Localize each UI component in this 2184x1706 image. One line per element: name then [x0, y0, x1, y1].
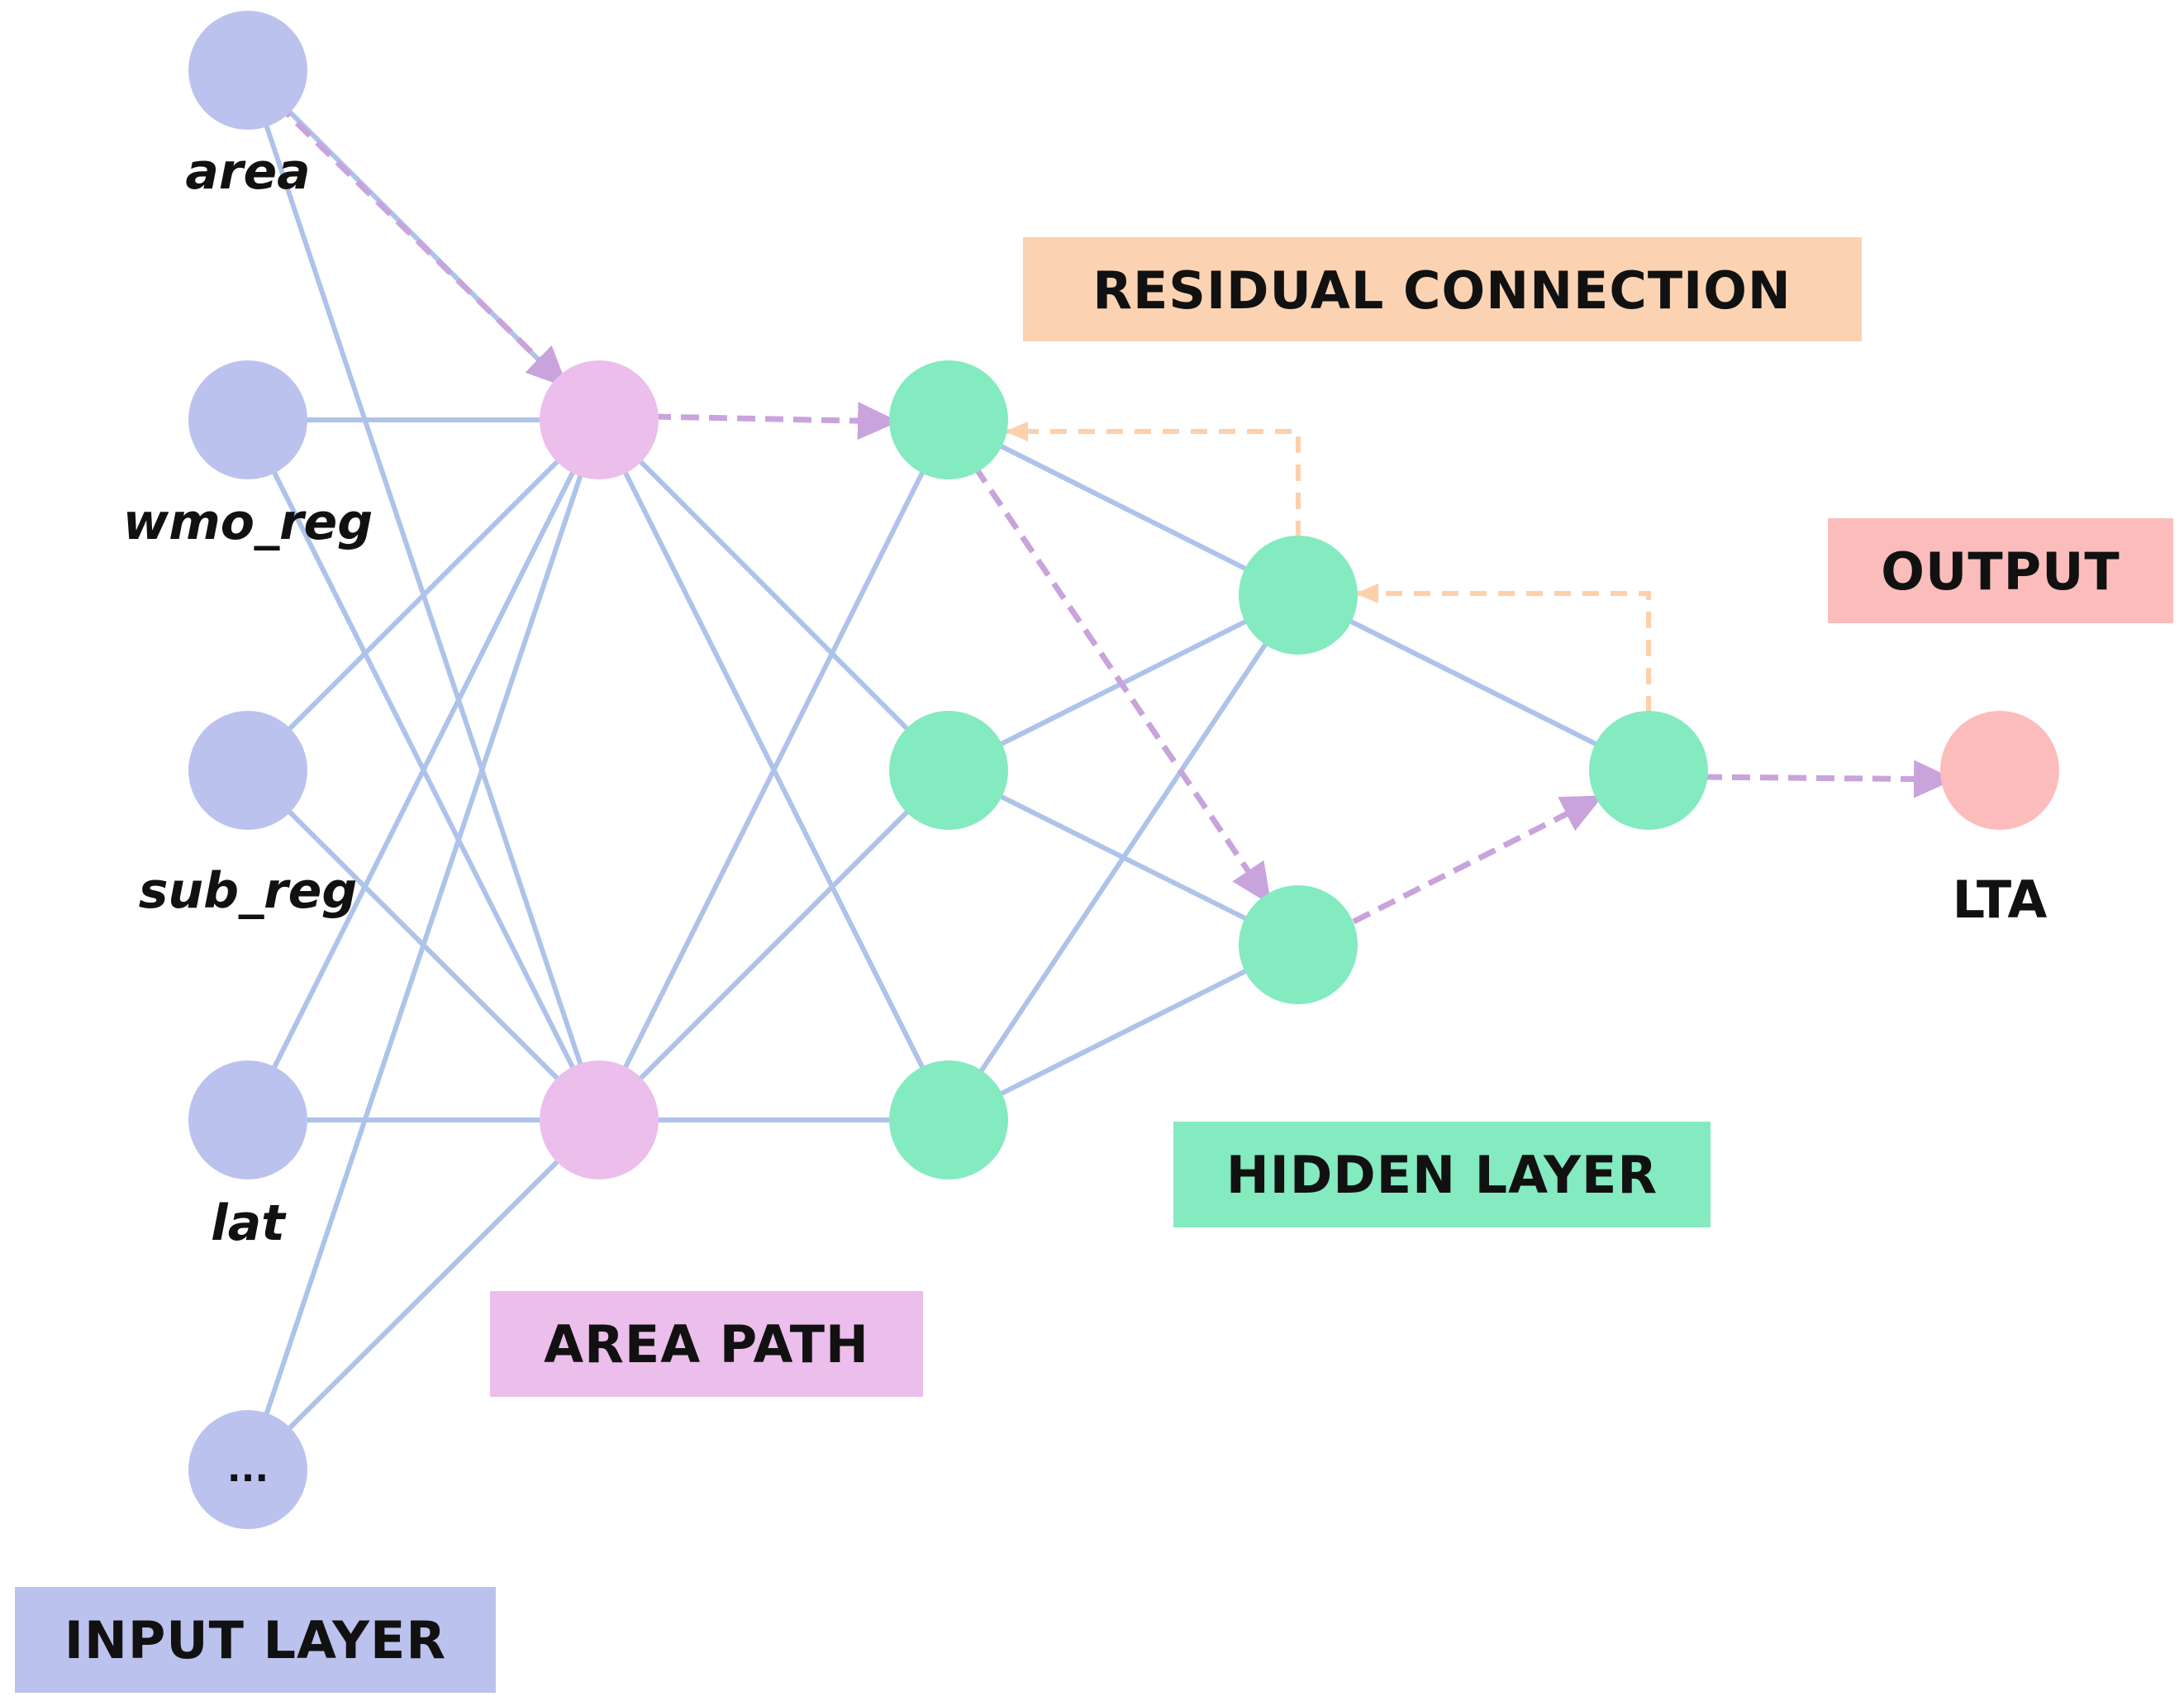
hidden-node	[1239, 885, 1358, 1004]
hidden-node	[1589, 711, 1708, 830]
output-label-lta: LTA	[1953, 870, 2048, 930]
edge	[245, 418, 602, 1122]
hidden-node	[889, 1060, 1008, 1179]
area-path-edge	[1352, 794, 1604, 925]
input-label-sub-reg: sub_reg	[139, 862, 358, 920]
residual-edge	[1355, 584, 1651, 712]
connections	[245, 68, 1650, 1472]
edge	[1297, 593, 1650, 773]
input-node-lat	[188, 1060, 307, 1179]
layer-boxes: RESIDUAL CONNECTION OUTPUT HIDDEN LAYER …	[15, 237, 2173, 1693]
input-label-area: area	[185, 143, 310, 201]
edge	[947, 417, 1300, 598]
edge	[947, 942, 1300, 1122]
hidden-node	[889, 360, 1008, 479]
area-path-edge	[973, 465, 1272, 905]
input-label-more: ...	[227, 1448, 269, 1490]
node-labels: area wmo_reg sub_reg lat ... LTA	[123, 143, 2048, 1490]
area-path-edges	[274, 101, 1955, 925]
output-box: OUTPUT	[1828, 518, 2173, 623]
edge	[597, 417, 951, 773]
input-node-more	[188, 1410, 307, 1529]
area-path-edge	[652, 402, 899, 441]
hidden-layer-box: HIDDEN LAYER	[1173, 1122, 1711, 1227]
residual-connection-box: RESIDUAL CONNECTION	[1023, 237, 1862, 341]
output-node	[1940, 711, 2059, 830]
residual-connection-label: RESIDUAL CONNECTION	[1092, 260, 1791, 321]
area-path-edge	[274, 101, 569, 388]
input-layer-box: INPUT LAYER	[15, 1587, 496, 1693]
input-label-wmo-reg: wmo_reg	[123, 493, 373, 551]
input-node-area	[188, 11, 307, 130]
hidden-layer-label: HIDDEN LAYER	[1226, 1145, 1658, 1205]
input-label-lat: lat	[211, 1194, 287, 1252]
edge	[245, 419, 602, 1470]
nodes	[188, 11, 2059, 1529]
residual-edges	[1005, 422, 1651, 712]
output-box-label: OUTPUT	[1881, 541, 2120, 602]
area-path-label: AREA PATH	[544, 1314, 869, 1375]
residual-edge	[1005, 422, 1301, 537]
area-path-box: AREA PATH	[490, 1291, 923, 1397]
area-node	[540, 360, 659, 479]
area-path-edge	[1703, 760, 1955, 798]
hidden-node	[889, 711, 1008, 830]
input-node-wmo-reg	[188, 360, 307, 479]
input-node-sub-reg	[188, 711, 307, 830]
edge	[245, 417, 602, 773]
edge	[597, 418, 951, 1122]
input-layer-label: INPUT LAYER	[64, 1610, 446, 1670]
edge	[245, 1117, 602, 1472]
area-node	[540, 1060, 659, 1179]
edge	[946, 593, 1301, 1122]
hidden-node	[1239, 536, 1358, 655]
edge	[597, 768, 951, 1122]
